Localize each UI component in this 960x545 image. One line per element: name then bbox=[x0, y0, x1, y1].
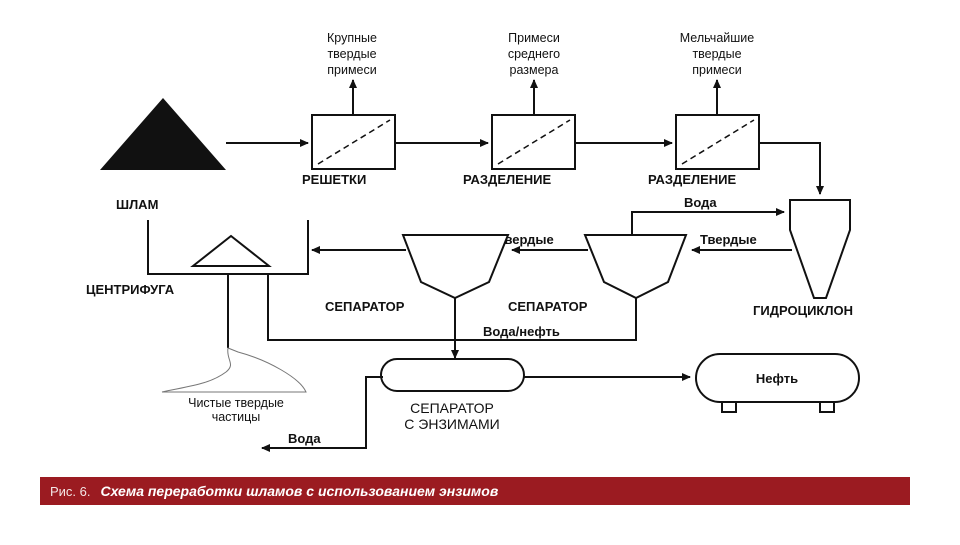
medium-impurities-line-1: Примеси bbox=[508, 31, 560, 45]
enzyme-separator-line-1: СЕПАРАТОР bbox=[410, 400, 494, 416]
clean-solids-pile bbox=[161, 347, 307, 393]
grates-unit bbox=[311, 114, 396, 170]
large-impurities-line-3: примеси bbox=[327, 63, 376, 77]
solids-2-label: Твердые bbox=[700, 232, 757, 247]
figure-caption: Рис. 6. Схема переработки шламов с испол… bbox=[40, 477, 910, 505]
flow-enzyme-water-out bbox=[261, 376, 383, 452]
separation-unit-2 bbox=[675, 114, 760, 170]
fine-impurities-line-2: твердые bbox=[692, 47, 741, 61]
hydrocyclone-unit bbox=[789, 199, 851, 299]
enzyme-separator-unit bbox=[380, 358, 525, 392]
grates-label: РЕШЕТКИ bbox=[302, 172, 366, 187]
fine-impurities-line-3: примеси bbox=[692, 63, 741, 77]
hydrocyclone-label: ГИДРОЦИКЛОН bbox=[753, 303, 853, 318]
sludge-label: ШЛАМ bbox=[116, 197, 158, 212]
clean-solids-line-2: частицы bbox=[212, 410, 261, 424]
flow-centrifuge-water-oil bbox=[267, 274, 637, 341]
separator-2-unit bbox=[583, 234, 688, 300]
centrifuge-label: ЦЕНТРИФУГА bbox=[86, 282, 175, 297]
separation-2-label: РАЗДЕЛЕНИЕ bbox=[648, 172, 737, 187]
separation-unit-1 bbox=[491, 114, 576, 170]
water-bottom-label: Вода bbox=[288, 431, 321, 446]
medium-impurities-line-3: размера bbox=[510, 63, 559, 77]
large-impurities-line-1: Крупные bbox=[327, 31, 377, 45]
fine-impurities-line-1: Мельчайшие bbox=[680, 31, 755, 45]
sludge-pile bbox=[100, 98, 226, 170]
water-oil-label: Вода/нефть bbox=[483, 324, 560, 339]
flow-sep2-to-hydrocyclone bbox=[759, 142, 824, 195]
separator-1-unit bbox=[401, 234, 510, 300]
flow-water-to-hydrocyclone bbox=[631, 208, 785, 236]
water-top-label: Вода bbox=[684, 195, 717, 210]
caption-prefix: Рис. 6. bbox=[50, 483, 91, 499]
oil-tank bbox=[695, 353, 860, 413]
medium-impurities-line-2: среднего bbox=[508, 47, 560, 61]
enzyme-separator-line-2: С ЭНЗИМАМИ bbox=[404, 416, 499, 432]
separator-1-label: СЕПАРАТОР bbox=[325, 299, 405, 314]
separation-1-label: РАЗДЕЛЕНИЕ bbox=[463, 172, 552, 187]
separator-2-label: СЕПАРАТОР bbox=[508, 299, 588, 314]
large-impurities-line-2: твердые bbox=[327, 47, 376, 61]
centrifuge-triangle bbox=[190, 234, 272, 267]
solids-1-label: Твердые bbox=[497, 232, 554, 247]
clean-solids-line-1: Чистые твердые bbox=[188, 396, 284, 410]
caption-text: Схема переработки шламов с использование… bbox=[100, 483, 499, 499]
oil-label: Нефть bbox=[756, 371, 798, 386]
